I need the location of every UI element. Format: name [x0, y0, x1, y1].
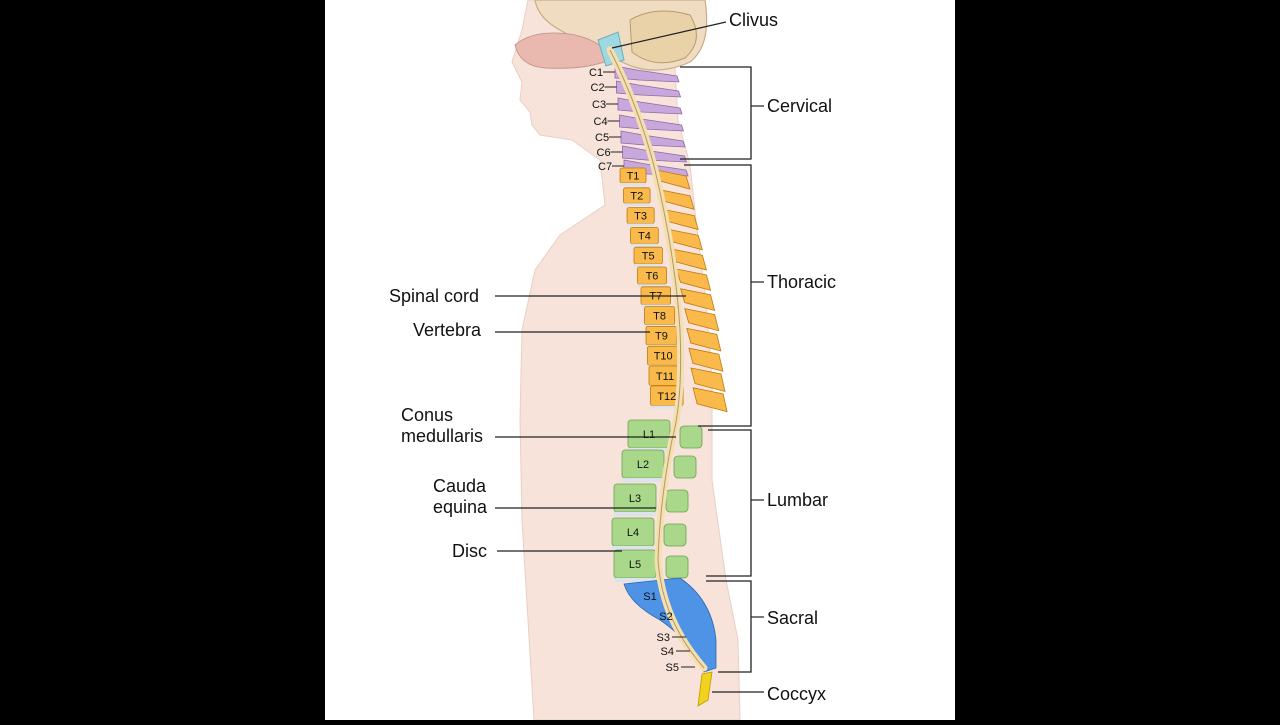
- label-s3: S3: [657, 632, 670, 644]
- label-t8: T8: [653, 311, 666, 323]
- coccyx: [697, 671, 713, 707]
- conus-label-line1: Conus: [401, 405, 453, 425]
- label-t9: T9: [655, 331, 668, 343]
- disc-label: Disc: [452, 541, 487, 561]
- label-l5: L5: [629, 559, 641, 571]
- disc-t2: [623, 203, 651, 207]
- spinous-process-l4: [663, 523, 687, 547]
- spinous-process-t8: [684, 308, 720, 332]
- clivus-label: Clivus: [729, 10, 778, 30]
- vertebra-c6: [622, 145, 688, 163]
- cauda-label-line1: Cauda: [433, 476, 487, 496]
- disc-t12: [650, 405, 684, 409]
- sacral-bracket: [706, 580, 752, 673]
- vertebra-c1: [614, 65, 680, 83]
- label-t12: T12: [657, 391, 676, 403]
- label-c1: C1: [589, 67, 603, 79]
- spinous-process-l5: [665, 555, 689, 579]
- conus-label-line2: medullaris: [401, 426, 483, 446]
- label-s1: S1: [643, 591, 656, 603]
- spinous-process-t12: [692, 387, 728, 413]
- label-t7: T7: [649, 291, 662, 303]
- spinous-process-t6: [675, 268, 712, 291]
- clivus-leader: [611, 21, 727, 49]
- disc-l3: [614, 512, 656, 516]
- label-l3: L3: [629, 493, 641, 505]
- label-c7: C7: [598, 161, 612, 173]
- spinal-cord-outline: [609, 49, 705, 669]
- label-t10: T10: [654, 351, 673, 363]
- thoracic-label: Thoracic: [767, 272, 836, 292]
- sacral-label: Sacral: [767, 608, 818, 628]
- label-s4: S4: [661, 646, 674, 658]
- label-l2: L2: [637, 459, 649, 471]
- spinous-process-t10: [688, 347, 724, 372]
- disc-l5: [614, 578, 656, 582]
- label-t6: T6: [646, 271, 659, 283]
- disc-t6: [637, 284, 667, 288]
- disc-t7: [641, 304, 671, 308]
- cervical-label: Cervical: [767, 96, 832, 116]
- label-t4: T4: [638, 231, 651, 243]
- label-c2: C2: [591, 82, 605, 94]
- cauda-label-line2: equina: [433, 497, 488, 517]
- label-c5: C5: [595, 132, 609, 144]
- label-t5: T5: [642, 251, 655, 263]
- vertebra-labels: C1C2C3C4C5C6C7T1T2T3T4T5T6T7T8T9T10T11T1…: [589, 67, 695, 674]
- label-t3: T3: [634, 211, 647, 223]
- spinous-process-l3: [665, 489, 689, 513]
- disc-t5: [634, 264, 663, 267]
- spinous-process-t11: [690, 367, 726, 393]
- cervical-bracket: [680, 66, 752, 160]
- lumbar-label: Lumbar: [767, 490, 828, 510]
- label-c6: C6: [597, 147, 611, 159]
- spinous-process-l1: [679, 425, 703, 449]
- thoracic-bracket: [684, 164, 752, 427]
- vertebra-label: Vertebra: [413, 320, 482, 340]
- spinal-cord-label: Spinal cord: [389, 286, 479, 306]
- label-s2: S2: [659, 611, 672, 623]
- vertebral-column: [606, 46, 728, 707]
- label-c3: C3: [592, 99, 606, 111]
- spinous-process-t7: [680, 288, 716, 312]
- disc-t3: [627, 223, 655, 227]
- spinous-process-l2: [673, 455, 697, 479]
- label-t1: T1: [627, 171, 640, 183]
- disc-t4: [630, 243, 659, 247]
- spinous-process-t9: [686, 327, 722, 352]
- lumbar-bracket: [706, 429, 752, 577]
- disc-t1: [620, 183, 646, 186]
- label-t2: T2: [630, 191, 643, 203]
- label-t11: T11: [656, 371, 674, 383]
- disc-l4: [612, 546, 654, 550]
- label-l1: L1: [643, 429, 655, 441]
- disc-l2: [622, 478, 664, 482]
- label-l4: L4: [627, 527, 639, 539]
- coccyx-label: Coccyx: [767, 684, 826, 704]
- label-s5: S5: [666, 662, 679, 674]
- label-c4: C4: [594, 116, 608, 128]
